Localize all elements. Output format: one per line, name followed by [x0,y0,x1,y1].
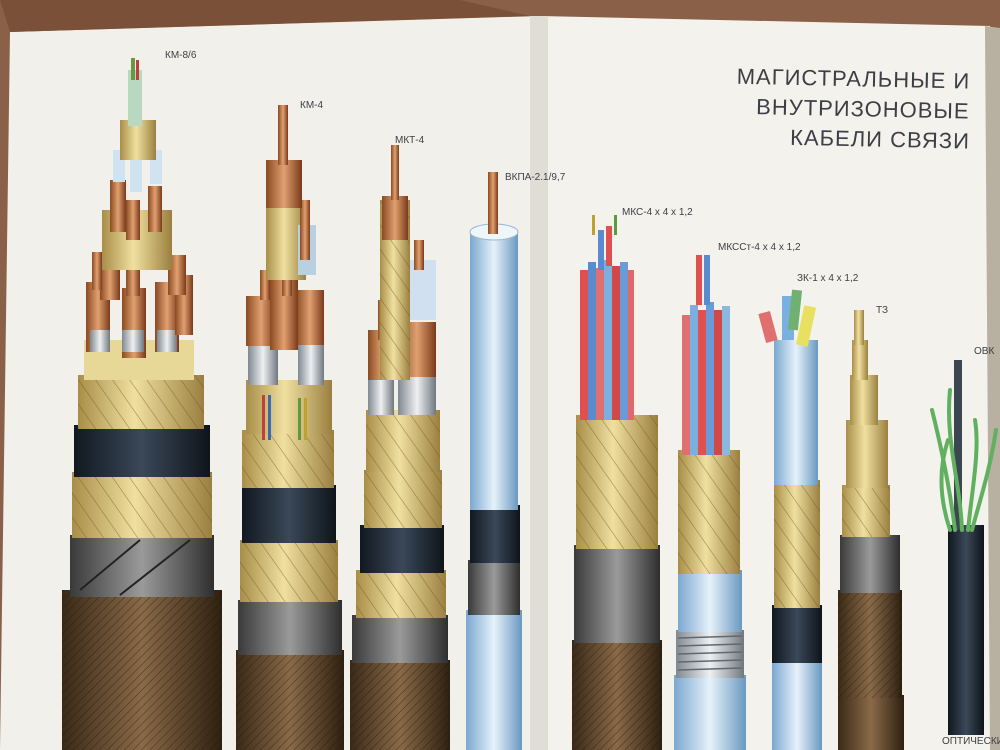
cable-label: МКССт-4 х 4 х 1,2 [718,242,801,253]
cable-km-8-6 [62,58,222,750]
page-title: МАГИСТРАЛЬНЫЕ И ВНУТРИЗОНОВЫЕ КАБЕЛИ СВЯ… [560,58,971,154]
cable-mksst [674,255,746,750]
cable-mkt-4 [350,145,450,750]
title-line-1: МАГИСТРАЛЬНЫЕ И ВНУТРИЗОНОВЫЕ [736,63,971,124]
cable-vkpa [466,172,522,750]
cable-ovk [930,360,998,735]
cable-mks [572,215,662,750]
cable-km-4 [236,105,344,750]
cable-zk [758,289,822,750]
cable-label: ЗК-1 х 4 х 1,2 [797,273,859,284]
cable-label: КМ-8/6 [165,50,197,61]
cable-label: МКС-4 х 4 х 1,2 [622,207,693,218]
cable-label: ВКПА-2.1/9,7 [505,172,566,183]
cable-label: ТЗ [876,305,889,316]
cable-label: ОВК [974,346,995,357]
cable-label: МКТ-4 [395,135,425,146]
cable-tz [838,310,904,750]
cable-label: КМ-4 [300,100,324,111]
footer-caption: ОПТИЧЕСКИЕ [942,736,1000,747]
